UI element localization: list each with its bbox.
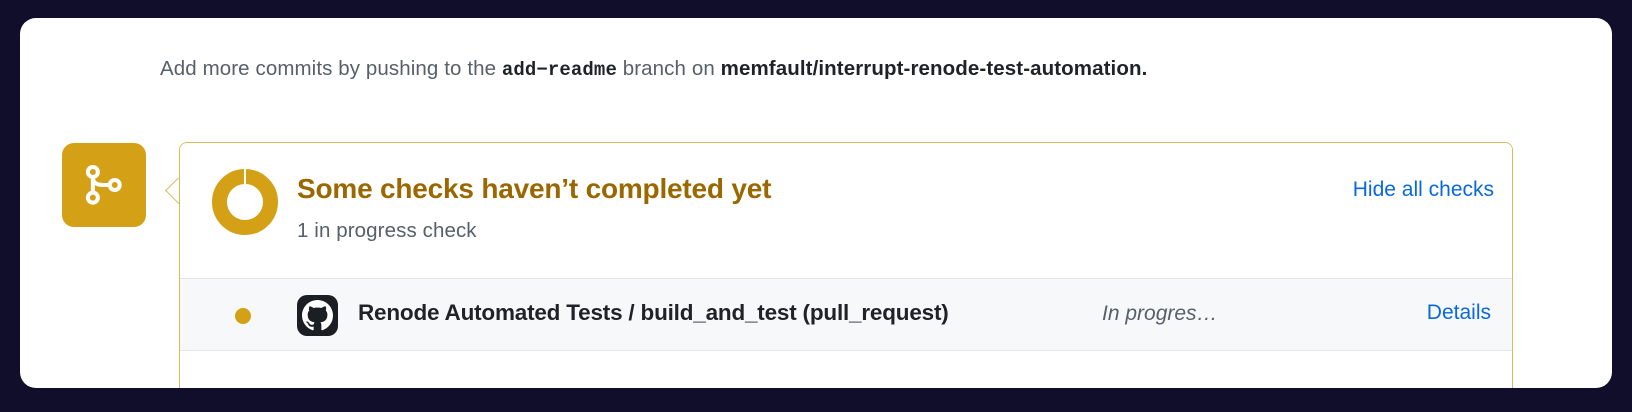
- checks-panel-header: Some checks haven’t completed yet 1 in p…: [180, 143, 1512, 279]
- check-name: Renode Automated Tests / build_and_test …: [358, 300, 949, 325]
- commit-notice-prefix: Add more commits by pushing to the: [160, 57, 497, 80]
- panel-caret: [161, 178, 181, 206]
- table-row[interactable]: Renode Automated Tests / build_and_test …: [180, 279, 1512, 351]
- checks-subtitle: 1 in progress check: [297, 219, 477, 242]
- spinner-gap: [244, 169, 246, 184]
- repository-name: memfault/interrupt-renode-test-automatio…: [720, 57, 1142, 80]
- table-row-next[interactable]: [180, 351, 1512, 388]
- git-pull-request-icon: [62, 143, 146, 227]
- branch-name: add−readme: [501, 59, 617, 81]
- commit-notice-middle: branch on: [622, 57, 715, 80]
- yellow-dot-icon: [235, 308, 251, 324]
- commit-notice: Add more commits by pushing to the add−r…: [160, 54, 1500, 85]
- check-details-link[interactable]: Details: [1426, 301, 1491, 324]
- github-octocat-icon: [297, 295, 338, 336]
- checks-title: Some checks haven’t completed yet: [297, 173, 772, 204]
- check-state: In progres…: [1102, 302, 1218, 325]
- page-card: Add more commits by pushing to the add−r…: [20, 18, 1612, 388]
- checks-panel: Some checks haven’t completed yet 1 in p…: [179, 142, 1513, 388]
- hide-all-checks-link[interactable]: Hide all checks: [1352, 178, 1494, 201]
- commit-notice-suffix: .: [1141, 57, 1148, 80]
